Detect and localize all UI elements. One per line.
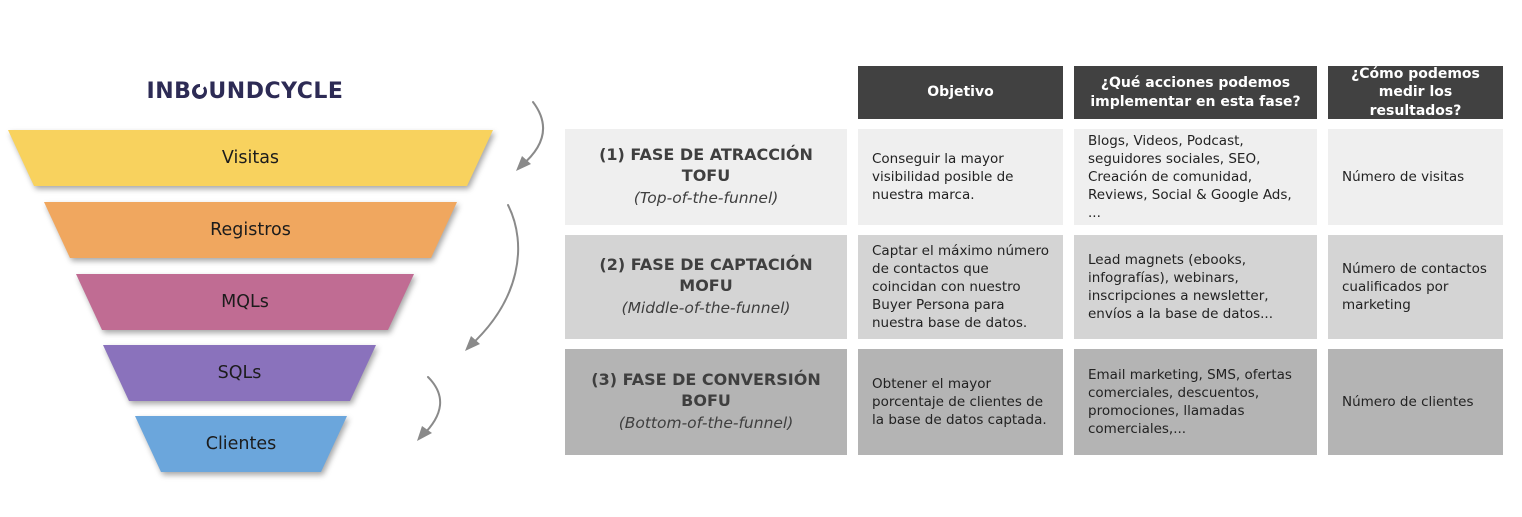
funnel-stage-label: Visitas bbox=[221, 148, 280, 168]
phase-table: Objetivo ¿Qué acciones podemos implement… bbox=[565, 66, 1503, 455]
measurement-text: Número de clientes bbox=[1342, 393, 1474, 410]
actions-text: Lead magnets (ebooks, infografías), webi… bbox=[1088, 251, 1274, 323]
header-spacer bbox=[565, 66, 847, 119]
objective-cell: Obtener el mayor porcentaje de clientes … bbox=[858, 349, 1063, 455]
objective-text: Obtener el mayor porcentaje de clientes … bbox=[872, 375, 1047, 429]
column-header-acciones: ¿Qué acciones podemos implementar en est… bbox=[1074, 66, 1317, 119]
curved-arrow-icon bbox=[469, 204, 520, 347]
measurement-cell: Número de visitas bbox=[1328, 129, 1503, 225]
measurement-text: Número de contactos cualificados por mar… bbox=[1342, 260, 1487, 314]
funnel-stage-label: Registros bbox=[210, 220, 291, 240]
phase-title: (3) FASE DE CONVERSIÓN BOFU bbox=[591, 370, 821, 411]
actions-cell: Blogs, Videos, Podcast, seguidores socia… bbox=[1074, 129, 1317, 225]
phase-subtitle: (Top-of-the-funnel) bbox=[633, 188, 779, 207]
funnel-bar: MQLs bbox=[76, 274, 414, 330]
objective-text: Conseguir la mayor visibilidad posible d… bbox=[872, 150, 1014, 204]
column-header-medicion: ¿Cómo podemos medir los resultados? bbox=[1328, 66, 1503, 119]
logo-text-post: UNDCYCLE bbox=[208, 78, 344, 104]
funnel-bar: Clientes bbox=[135, 416, 347, 472]
phase-title: (1) FASE DE ATRACCIÓN TOFU bbox=[599, 145, 813, 186]
funnel-bar: Visitas bbox=[8, 130, 493, 186]
curved-arrow-icon bbox=[421, 376, 442, 437]
objective-cell: Captar el máximo número de contactos que… bbox=[858, 235, 1063, 339]
phase-subtitle: (Middle-of-the-funnel) bbox=[621, 298, 791, 317]
funnel-stage-registros: Registros bbox=[44, 202, 457, 258]
measurement-cell: Número de contactos cualificados por mar… bbox=[1328, 235, 1503, 339]
measurement-cell: Número de clientes bbox=[1328, 349, 1503, 455]
measurement-text: Número de visitas bbox=[1342, 168, 1465, 185]
column-header-objetivo: Objetivo bbox=[858, 66, 1063, 119]
actions-cell: Email marketing, SMS, ofertas comerciale… bbox=[1074, 349, 1317, 455]
arrowhead-icon bbox=[516, 156, 531, 171]
phase-cell-tofu: (1) FASE DE ATRACCIÓN TOFU (Top-of-the-f… bbox=[565, 129, 847, 225]
funnel-stage-label: MQLs bbox=[221, 292, 269, 312]
funnel-stage-clientes: Clientes bbox=[135, 416, 347, 472]
actions-text: Blogs, Videos, Podcast, seguidores socia… bbox=[1088, 132, 1292, 222]
logo-text-pre: INB bbox=[146, 78, 192, 104]
funnel-stage-label: Clientes bbox=[205, 434, 277, 454]
funnel-stage-visitas: Visitas bbox=[8, 130, 493, 186]
phase-cell-mofu: (2) FASE DE CAPTACIÓN MOFU (Middle-of-th… bbox=[565, 235, 847, 339]
phase-title: (2) FASE DE CAPTACIÓN MOFU bbox=[599, 255, 813, 296]
curved-arrow-icon bbox=[520, 101, 545, 167]
phase-subtitle: (Bottom-of-the-funnel) bbox=[618, 413, 794, 432]
arrowhead-icon bbox=[417, 426, 432, 441]
objective-text: Captar el máximo número de contactos que… bbox=[872, 242, 1049, 332]
funnel-stage-mqls: MQLs bbox=[76, 274, 414, 330]
funnel-stage-label: SQLs bbox=[217, 363, 262, 383]
funnel-bar: Registros bbox=[44, 202, 457, 258]
objective-cell: Conseguir la mayor visibilidad posible d… bbox=[858, 129, 1063, 225]
actions-text: Email marketing, SMS, ofertas comerciale… bbox=[1088, 366, 1292, 438]
logo-ring-icon bbox=[192, 83, 208, 99]
inboundcycle-logo: INB UNDCYCLE bbox=[120, 76, 370, 106]
funnel-stage-sqls: SQLs bbox=[103, 345, 376, 401]
actions-cell: Lead magnets (ebooks, infografías), webi… bbox=[1074, 235, 1317, 339]
funnel-bar: SQLs bbox=[103, 345, 376, 401]
phase-cell-bofu: (3) FASE DE CONVERSIÓN BOFU (Bottom-of-t… bbox=[565, 349, 847, 455]
arrowhead-icon bbox=[465, 336, 480, 351]
